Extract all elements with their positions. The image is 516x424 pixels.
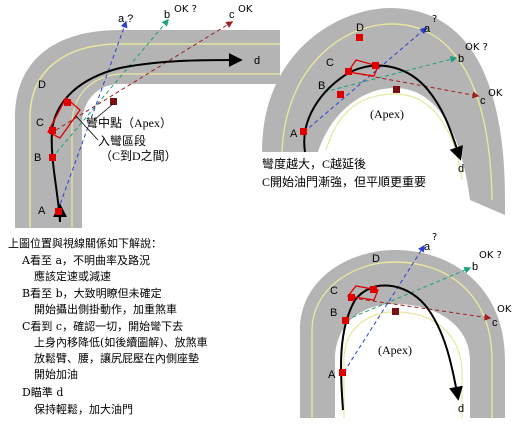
entry-zone-1 [47,96,81,139]
point-label-d-1: D [38,79,46,91]
explanation-item: A看至 a，不明曲率及路況 [21,253,150,267]
point-b-1 [49,154,56,161]
target-a-q-2: ? [432,14,437,25]
target-d-3: d [458,403,464,415]
point-label-b-1: B [34,152,41,164]
apex-point-1 [110,98,117,105]
point-b-3 [342,317,349,324]
point-d-3 [370,286,377,293]
diagram-3: A B C D a ? b OK ? c OK d (Apex) [300,232,512,418]
riding-line-3 [339,284,463,411]
target-b-ok-3: OK ? [479,250,502,261]
explanation-item: 放鬆臂、腰，讓尻屁壓在內側座墊 [34,351,199,365]
zone-sub-label-1: （C到D之間） [100,149,177,163]
explanation-intro: 上圖位置與視線關係如下解說： [8,236,162,250]
point-a-3 [339,369,346,376]
edge-line-1b [71,73,280,228]
target-b-ok-2: OK ? [465,42,488,53]
riding-line-1 [50,53,243,223]
point-label-a-2: A [290,128,298,140]
point-a-1 [55,208,62,215]
apex-label-1: 彎中點（Apex） [86,115,172,130]
road-1 [15,30,280,228]
caption-line-2: C開始油門漸強，但平順更重要 [262,175,426,189]
edge-line-2b [325,93,463,181]
edge-line-3b [343,311,463,418]
apex-label-2: (Apex) [370,107,404,121]
sight-line-b-1 [51,18,169,159]
point-label-d-2: D [356,22,364,34]
road-2 [262,8,505,215]
apex-point-2 [393,86,400,93]
edge-line-2 [281,23,493,201]
sight-line-b-2 [323,56,458,93]
target-c-2: c [480,95,486,107]
sight-line-b-3 [345,266,472,321]
point-label-d-3: D [372,253,380,265]
point-c-1 [49,127,56,134]
target-b-1: b [164,9,170,21]
apex-point-3 [392,308,399,315]
explanation-item: C看到 c，確認一切，開始彎下去 [22,319,183,333]
target-b-ok-1: OK ? [174,4,197,15]
explanation-item: D瞄準 d [22,385,63,399]
target-a-2: a [424,23,431,35]
diagram-1: A B C D a ? b OK ? c OK d 彎中點（Apex） 入彎區段… [15,4,280,228]
explanation-item: 開始加油 [34,367,78,381]
point-label-c-1: C [36,117,44,129]
target-a-q-3: ? [432,232,437,243]
point-c-3 [348,294,355,301]
explanation-item: 上身內移降低(如後續圖解)、放煞車 [34,335,208,349]
point-d-1 [64,99,71,106]
point-label-b-2: B [318,80,325,92]
explanation: 上圖位置與視線關係如下解說： A看至 a，不明曲率及路況 應該定速或減速 B看至… [8,236,208,416]
target-c-ok-2: OK [488,88,503,99]
target-c-1: c [229,9,235,21]
point-label-a-1: A [38,205,46,217]
apex-label-3: (Apex) [378,343,412,357]
diagram-2: A B C D a ? b OK ? c OK d (Apex) 彎度越大，C越… [262,8,505,215]
sight-line-a-2 [303,27,428,133]
sight-line-c-2 [347,71,480,99]
point-b-2 [337,91,344,98]
zone-label-1: 入彎區段 [98,133,146,148]
caption-line-1: 彎度越大，C越延後 [262,156,366,171]
riding-line-2 [303,64,463,161]
explanation-item: 應該定速或減速 [34,269,111,283]
explanation-item: 保持輕鬆，加大油門 [34,402,133,416]
point-label-a-3: A [328,369,336,381]
point-d2-2 [372,62,379,69]
target-a-3: a [424,241,431,253]
explanation-item: 開始攝出側掛動作，加重煞車 [34,302,177,316]
target-c-ok-1: OK [238,4,253,15]
point-label-c-2: C [326,57,334,69]
target-a-1: a ? [118,13,133,25]
explanation-item: B看至 b，大致明瞭但未確定 [22,286,162,300]
edge-line-1 [29,43,280,228]
target-b-3: b [472,261,478,273]
sight-line-a-3 [343,244,425,373]
target-d-2: d [458,163,464,175]
target-d-1: d [254,55,260,67]
sight-line-c-3 [351,297,492,321]
target-b-2: b [458,53,464,65]
entry-zone-3 [346,285,379,301]
point-c-2 [345,68,352,75]
road-3 [300,250,505,418]
point-label-c-3: C [330,285,338,297]
target-c-ok-3: OK [497,304,512,315]
point-a-2 [300,128,307,135]
point-label-b-3: B [330,307,337,319]
point-d-2 [356,34,363,41]
target-c-3: c [492,317,498,329]
sight-line-a-1 [57,20,128,211]
